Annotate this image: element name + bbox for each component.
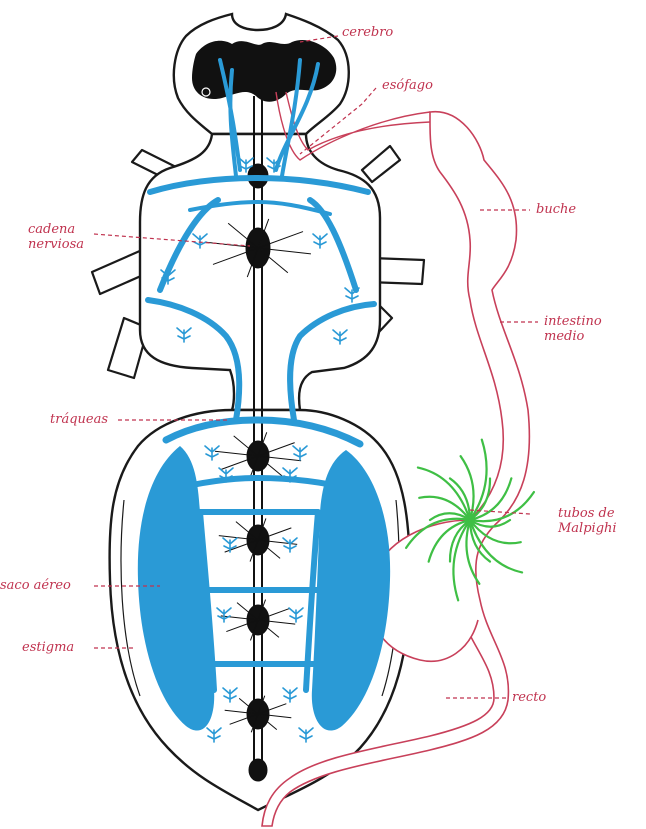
label-tubos-malpighi: tubos de Malpighi — [558, 506, 617, 536]
label-intestino-line2: medio — [544, 329, 602, 344]
label-cadena-nerviosa: cadena nerviosa — [28, 222, 84, 252]
label-cadena-line1: cadena — [28, 222, 84, 237]
leg-front-right — [362, 146, 400, 182]
label-tubos-line2: Malpighi — [558, 521, 617, 536]
label-recto: recto — [512, 690, 546, 705]
label-intestino-line1: intestino — [544, 314, 602, 329]
label-cerebro: cerebro — [342, 25, 393, 40]
label-tubos-line1: tubos de — [558, 506, 617, 521]
label-estigma: estigma — [22, 640, 74, 655]
ganglion-7 — [249, 759, 267, 781]
label-saco-aereo: saco aéreo — [0, 578, 71, 593]
label-intestino-medio: intestino medio — [544, 314, 602, 344]
label-buche: buche — [536, 202, 576, 217]
label-cadena-line2: nerviosa — [28, 237, 84, 252]
label-traqueas: tráqueas — [50, 412, 108, 427]
label-esofago: esófago — [382, 78, 433, 93]
